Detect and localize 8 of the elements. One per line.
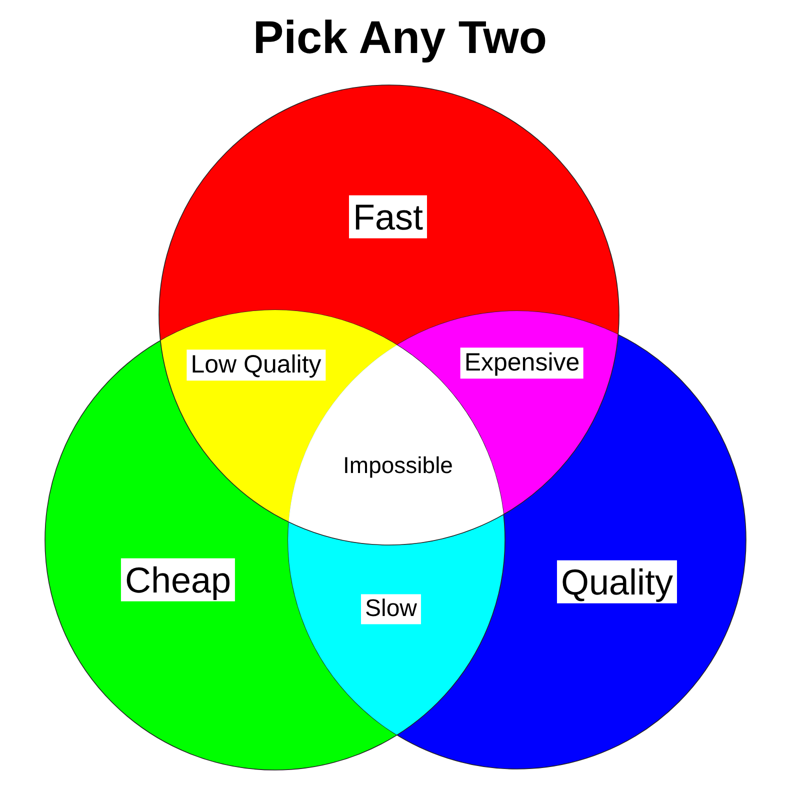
region-label: Slow xyxy=(360,594,422,624)
region-label: Cheap xyxy=(120,558,236,602)
region-label: Fast xyxy=(349,195,427,239)
region-label: Quality xyxy=(556,560,678,604)
region-label: Low Quality xyxy=(186,350,326,380)
region-label: Impossible xyxy=(339,450,457,480)
title: Pick Any Two xyxy=(252,10,548,64)
region-label: Expensive xyxy=(460,348,584,378)
